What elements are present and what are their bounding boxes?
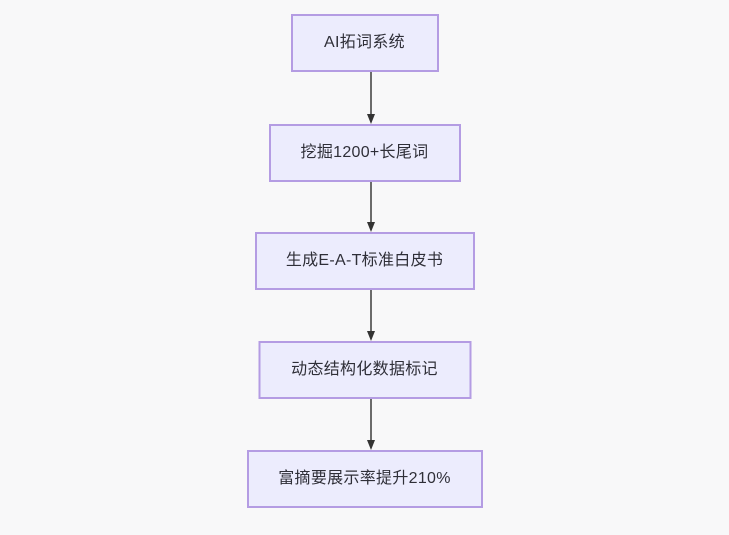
node-label: 富摘要展示率提升210% <box>278 470 451 487</box>
node-label: 动态结构化数据标记 <box>291 361 438 378</box>
flowchart-node-mine-longtail-keywords[interactable]: 挖掘1200+长尾词 <box>268 124 461 182</box>
node-label: AI拓词系统 <box>324 34 405 51</box>
flowchart-node-dynamic-structured-data-markup[interactable]: 动态结构化数据标记 <box>258 341 471 399</box>
node-label: 生成E-A-T标准白皮书 <box>285 252 444 269</box>
node-label: 挖掘1200+长尾词 <box>300 144 429 161</box>
flowchart-node-generate-eat-whitepaper[interactable]: 生成E-A-T标准白皮书 <box>254 232 475 290</box>
flowchart-node-ai-keyword-system[interactable]: AI拓词系统 <box>290 14 439 72</box>
flowchart-node-rich-snippet-rate-increase[interactable]: 富摘要展示率提升210% <box>246 450 483 508</box>
